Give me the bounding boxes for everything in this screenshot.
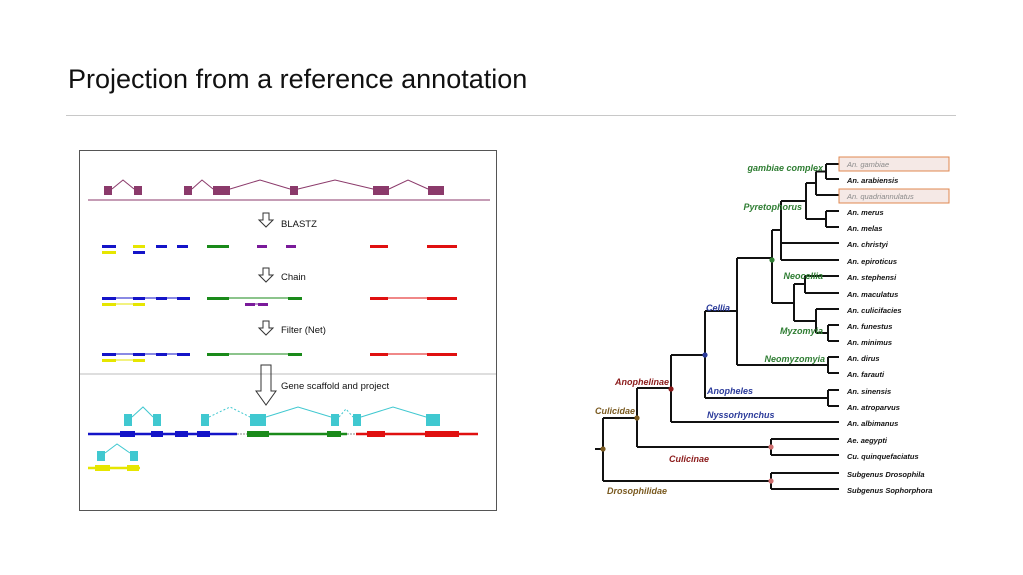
chain-alignments [102, 297, 457, 306]
clade-label-nyssorhynchus: Nyssorhynchus [707, 410, 775, 420]
species-label: Cu. quinquefaciatus [847, 452, 919, 461]
clade-label-neomyzomyia: Neomyzomyia [764, 354, 825, 364]
projection-diagram-panel: BLASTZ Chain [79, 150, 497, 511]
species-label: An. funestus [846, 322, 892, 331]
species-label: An. arabiensis [846, 176, 898, 185]
projection-diagram: BLASTZ Chain [80, 179, 496, 471]
species-label: An. atroparvus [846, 403, 900, 412]
species-label: Subgenus Sophorphora [847, 486, 932, 495]
step-scaffold-project: Gene scaffold and project [255, 364, 389, 406]
net-alignments [102, 353, 457, 362]
clade-label-cellia: Cellia [706, 303, 730, 313]
slide-title: Projection from a reference annotation [68, 64, 528, 94]
species-label: An. epiroticus [846, 257, 897, 266]
species-label: An. melas [846, 224, 882, 233]
projected-gene-model [124, 406, 440, 426]
step-label-blastz: BLASTZ [281, 219, 317, 230]
species-label: An. stephensi [846, 273, 897, 282]
phylogenetic-tree: An. gambiae An. arabiensis An. quadriann… [585, 148, 960, 508]
reference-annotation [88, 179, 490, 201]
step-label-scaffold: Gene scaffold and project [281, 381, 389, 392]
title-divider [66, 115, 956, 116]
species-label: An. quadriannulatus [846, 192, 914, 201]
highlight-quadriannulatus [838, 188, 950, 204]
step-chain: Chain [257, 267, 306, 283]
clade-label-culicidae: Culicidae [595, 406, 635, 416]
clade-label-myzomyia: Myzomyia [780, 326, 823, 336]
phylogeny-svg: An. gambiae An. arabiensis An. quadriann… [595, 156, 950, 496]
species-labels: An. gambiae An. arabiensis An. quadriann… [846, 160, 932, 495]
species-label: An. dirus [846, 354, 880, 363]
blastz-alignments [102, 245, 457, 254]
species-label: An. sinensis [846, 387, 891, 396]
clade-label-gambiae-complex: gambiae complex [746, 163, 824, 173]
clade-label-anopheles: Anopheles [706, 386, 753, 396]
down-arrow-icon [257, 320, 275, 336]
tree-branches [595, 163, 839, 490]
clade-label-culicinae: Culicinae [669, 454, 709, 464]
clade-label-pyretophorus: Pyretophorus [743, 202, 802, 212]
species-label: An. albimanus [846, 419, 898, 428]
species-label: Subgenus Drosophila [847, 470, 925, 479]
species-label: An. christyi [846, 240, 889, 249]
species-label: Ae. aegypti [846, 436, 888, 445]
clade-labels: gambiae complex Pyretophorus Neocellia C… [595, 163, 825, 496]
species-label: An. gambiae [846, 160, 889, 169]
gene-scaffold [88, 431, 478, 437]
species-label: An. farauti [846, 370, 885, 379]
species-label: An. maculatus [846, 290, 898, 299]
step-filter-net: Filter (Net) [257, 320, 326, 336]
down-arrow-icon [255, 364, 277, 406]
clade-label-anophelinae: Anophelinae [614, 377, 669, 387]
clade-label-neocellia: Neocellia [783, 271, 823, 281]
step-label-filter: Filter (Net) [281, 325, 326, 336]
down-arrow-icon [257, 212, 275, 228]
clade-label-drosophilidae: Drosophilidae [607, 486, 667, 496]
tree-nodes [600, 257, 775, 484]
step-label-chain: Chain [281, 272, 306, 283]
species-label: An. merus [846, 208, 884, 217]
species-label: An. minimus [846, 338, 892, 347]
down-arrow-icon [257, 267, 275, 283]
species-label: An. culicifacies [846, 306, 902, 315]
secondary-projection [88, 443, 140, 471]
step-blastz: BLASTZ [257, 212, 317, 230]
highlight-gambiae [838, 156, 950, 172]
